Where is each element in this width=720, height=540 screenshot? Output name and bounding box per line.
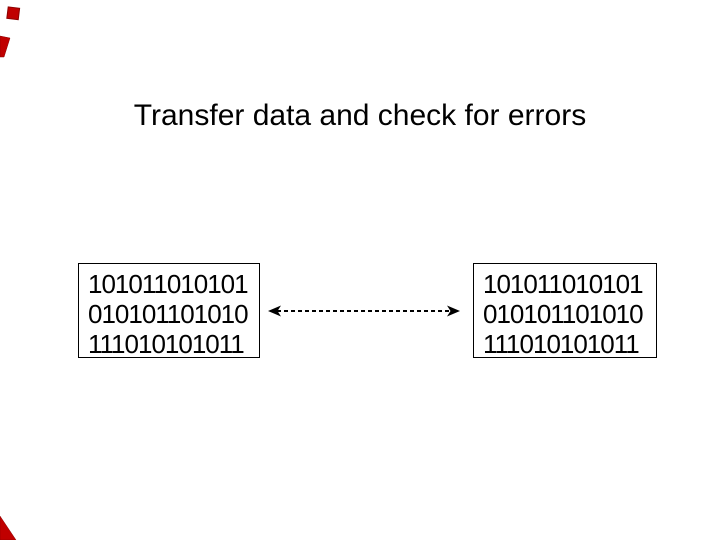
top-left-square-icon xyxy=(6,6,21,21)
sender-data-box: 101011010101 010101101010 111010101011 xyxy=(78,263,260,359)
transfer-arrow-icon xyxy=(268,305,460,317)
binary-line: 111010101011 xyxy=(483,329,640,359)
arrowhead-right xyxy=(447,305,460,317)
receiver-data-box: 101011010101 010101101010 111010101011 xyxy=(473,263,657,359)
top-left-blade-icon xyxy=(0,35,11,58)
slide-title: Transfer data and check for errors xyxy=(133,99,587,132)
binary-line: 111010101011 xyxy=(88,329,245,359)
binary-line: 010101101010 xyxy=(483,299,644,329)
arrowhead-left xyxy=(268,305,281,317)
bottom-left-triangle-icon xyxy=(0,515,17,540)
binary-line: 101011010101 xyxy=(483,269,644,299)
binary-line: 101011010101 xyxy=(88,269,249,299)
binary-line: 010101101010 xyxy=(88,299,249,329)
